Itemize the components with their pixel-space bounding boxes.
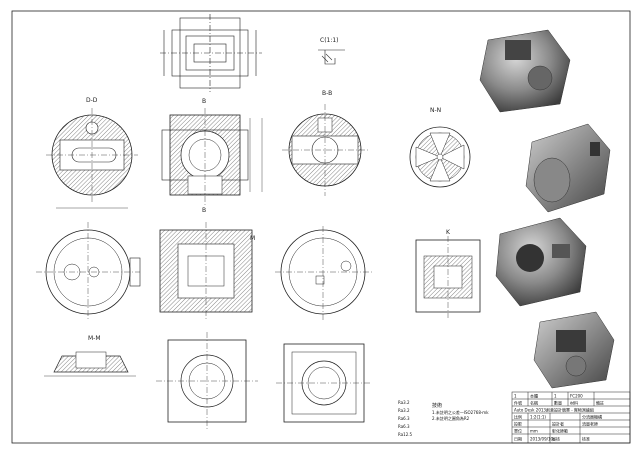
notes-heading: 技術 <box>432 402 442 409</box>
title-block-text: 1 本體 1 FC200 件號 名稱 數量 材料 備註 Auto Desk 20… <box>514 393 604 442</box>
surface-finish-marks: Ra3.2 Ra3.2 Ra6.3 Ra6.3 Ra12.5 <box>398 400 413 437</box>
section-mm-view: M-M <box>44 335 136 377</box>
surface-mark-1: Ra3.2 <box>398 400 410 405</box>
render-1 <box>479 29 571 113</box>
tb-h-qty: 數量 <box>554 400 562 406</box>
notes-line-2: 2.未註明之圓角為R2 <box>432 415 470 421</box>
section-nn-view: N-N <box>409 107 471 188</box>
tb-checker-label: 審核 <box>552 436 560 442</box>
view-k: K <box>415 229 481 318</box>
detail-c-label: C(1:1) <box>320 37 339 44</box>
surface-mark-5: Ra12.5 <box>398 432 413 437</box>
tb-drawing-name: 分流器機構 <box>582 414 602 420</box>
top-view <box>160 14 262 92</box>
render-3 <box>495 217 587 307</box>
tb-designer-value: 流量老師 <box>582 421 598 427</box>
tb-unit-label: 單位 <box>514 428 522 434</box>
section-mm-label: M-M <box>88 335 101 342</box>
notes-line-1: 1.未註明之公差—ISO2768-mk <box>432 409 489 415</box>
tb-material: FC200 <box>570 394 583 399</box>
section-dd-view: D-D <box>46 97 138 209</box>
tb-scale-value: 1:2(1:1) <box>530 415 546 420</box>
detail-c-view: C(1:1) <box>318 37 345 65</box>
render-4 <box>533 311 615 389</box>
right-side-view <box>275 226 372 320</box>
tb-h-remark: 備註 <box>596 400 604 406</box>
tb-quantity: 1 <box>554 394 557 399</box>
tb-part-name: 本體 <box>530 393 538 399</box>
tb-h-item: 件號 <box>514 400 522 406</box>
bottom-view <box>156 332 258 430</box>
middle-section-view: M <box>159 222 255 320</box>
sheet-border <box>11 10 631 444</box>
render-2 <box>525 123 611 213</box>
tb-approval-label: 核准 <box>582 436 590 442</box>
tb-item-no: 1 <box>514 394 517 399</box>
left-side-view <box>36 222 141 320</box>
section-dd-label: D-D <box>86 97 98 104</box>
surface-mark-2: Ra3.2 <box>398 408 410 413</box>
cut-b-label-top: B <box>202 98 206 105</box>
cut-b-label-bottom: B <box>202 207 206 214</box>
cut-m-label: M <box>250 235 255 242</box>
technical-notes: 技術 1.未註明之公差—ISO2768-mk 2.未註明之圓角為R2 <box>432 402 489 421</box>
surface-mark-4: Ra6.3 <box>398 424 410 429</box>
tb-designer-label: 設計者 <box>552 421 564 427</box>
bottom-right-view <box>276 343 372 423</box>
tb-unit-value: mm <box>530 429 538 434</box>
tb-date-label: 日期 <box>514 436 522 442</box>
title-block <box>511 391 631 444</box>
section-nn-label: N-N <box>430 107 441 114</box>
surface-mark-3: Ra6.3 <box>398 416 410 421</box>
tb-school-title: Auto Desk 2013創意設計競賽 - 實物測繪組 <box>514 407 594 413</box>
tb-scale-label: 比例 <box>514 414 522 420</box>
tb-projection-label: 投影 <box>514 421 522 427</box>
section-bb-view: B-B <box>282 90 368 196</box>
tb-date-value: 2013/09/10 <box>530 437 554 442</box>
tb-h-material: 材料 <box>570 400 578 406</box>
tb-h-name: 名稱 <box>530 400 538 406</box>
tb-school-value: 彰化師範 <box>552 428 568 434</box>
section-bb-label: B-B <box>322 90 332 97</box>
cut-k-label: K <box>446 229 451 236</box>
front-section-view: B B <box>161 98 263 214</box>
